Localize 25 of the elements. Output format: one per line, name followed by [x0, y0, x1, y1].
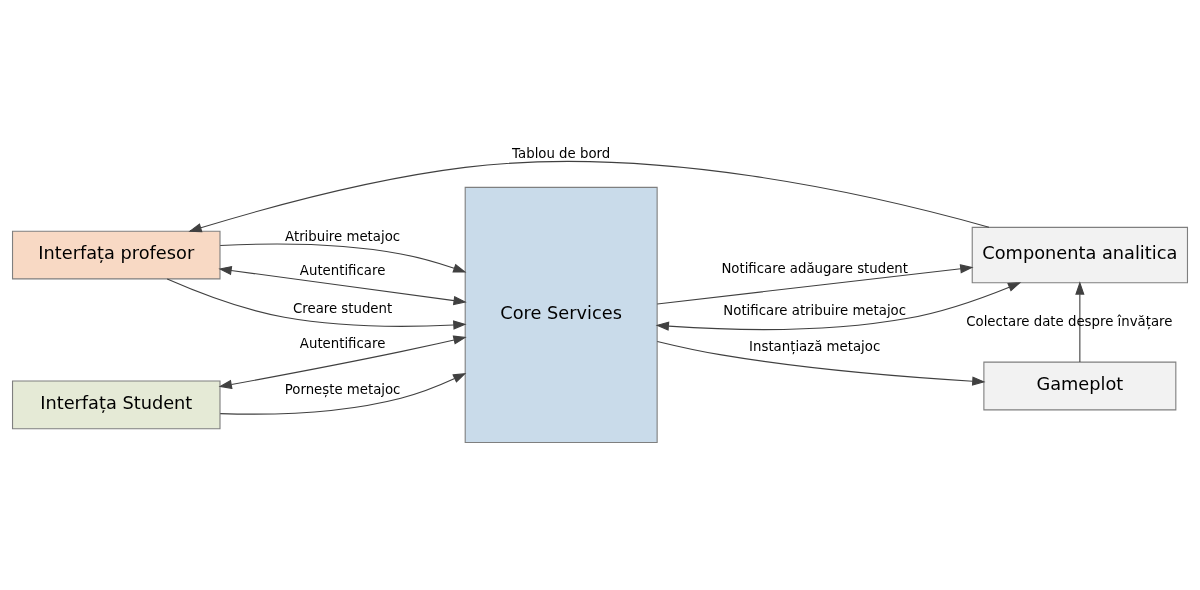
arrow	[1075, 281, 1085, 363]
arrow	[655, 282, 1022, 331]
edge-label: Notificare atribuire metajoc	[723, 302, 907, 318]
edge-label: Autentificare	[299, 335, 386, 351]
edge-label: Atribuire metajoc	[285, 229, 401, 245]
node-box: Interfața Student	[11, 380, 221, 430]
node-box: Interfața profesor	[11, 230, 221, 280]
edge-label: Pornește metajoc	[284, 382, 401, 398]
arrow	[219, 243, 467, 273]
arrow	[218, 335, 467, 390]
node-box: Gameplot	[983, 361, 1177, 411]
node-box: Componenta analitica	[971, 226, 1189, 284]
arrow	[188, 160, 990, 233]
arrow	[219, 372, 467, 415]
edge-label: Tablou de bord	[512, 146, 611, 162]
edge-label: Notificare adăugare student	[721, 261, 908, 277]
edge-label: Instanțiază metajoc	[749, 339, 881, 355]
edge-label: Autentificare	[299, 262, 386, 278]
arrow	[166, 278, 467, 330]
edge-label: Creare student	[293, 301, 393, 317]
arrow	[656, 264, 974, 305]
node-box: Core Services	[464, 186, 658, 444]
edge-label: Colectare date despre învățare	[966, 313, 1173, 329]
arrow	[656, 340, 986, 386]
arrow	[218, 265, 467, 306]
